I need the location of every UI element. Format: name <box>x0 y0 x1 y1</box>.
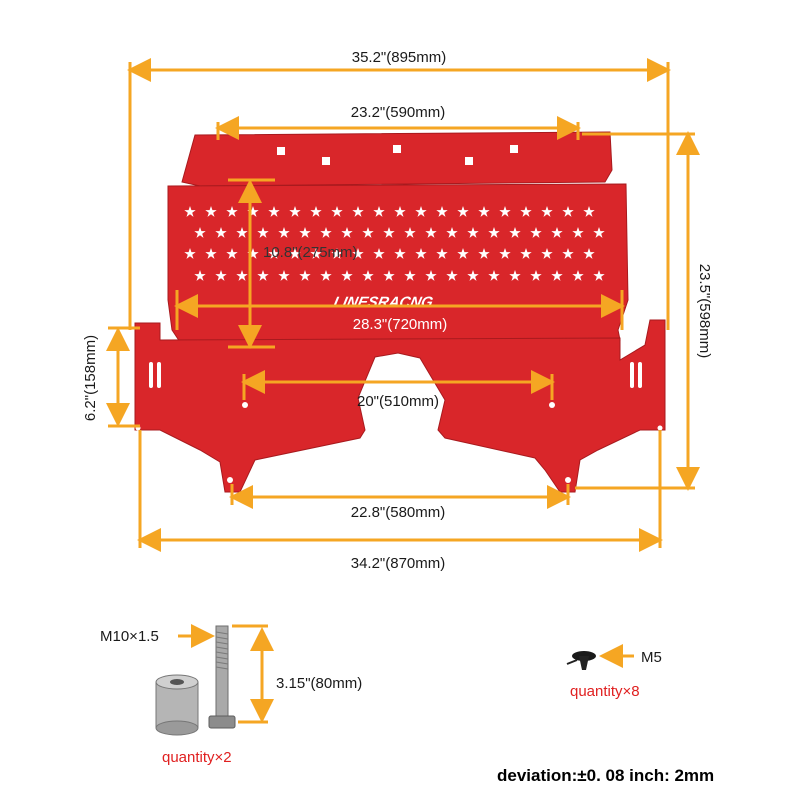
screw-icon <box>566 651 596 670</box>
screw-size-label: M5 <box>641 649 662 666</box>
deviation-note: deviation:±0. 08 inch: 2mm <box>497 766 714 785</box>
dimension-lines <box>106 58 700 552</box>
total-height-label: 23.5"(598mm) <box>696 264 713 359</box>
inner-hole-span-label: 20"(510mm) <box>357 393 439 410</box>
bracket-height-label: 6.2"(158mm) <box>82 335 99 421</box>
bolt-quantity-label: quantity×2 <box>162 749 232 766</box>
overall-top-width-label: 35.2"(895mm) <box>352 49 447 66</box>
screw-quantity-label: quantity×8 <box>570 683 640 700</box>
bolt-icon <box>215 625 229 719</box>
panel-width-label: 28.3"(720mm) <box>353 316 448 333</box>
star-panel-height-label: 10.8"(275mm) <box>263 244 358 261</box>
bolt-length-label: 3.15"(80mm) <box>276 675 362 692</box>
overall-bottom-width-label: 34.2"(870mm) <box>351 555 446 572</box>
screw-hardware: M5 quantity×8 <box>566 644 662 700</box>
brand-logo: LINESRACNG <box>332 294 435 311</box>
bolt-thread-label: M10×1.5 <box>100 628 159 645</box>
top-plate-width-label: 23.2"(590mm) <box>351 104 446 121</box>
spacer-icon <box>155 674 199 736</box>
bolt-and-spacer: M10×1.5 3.15"(80mm) quantity×2 <box>100 624 362 766</box>
lower-hole-span-label: 22.8"(580mm) <box>351 504 446 521</box>
skid-plate: LINESRACNG <box>134 131 666 493</box>
top-tray <box>181 131 613 187</box>
